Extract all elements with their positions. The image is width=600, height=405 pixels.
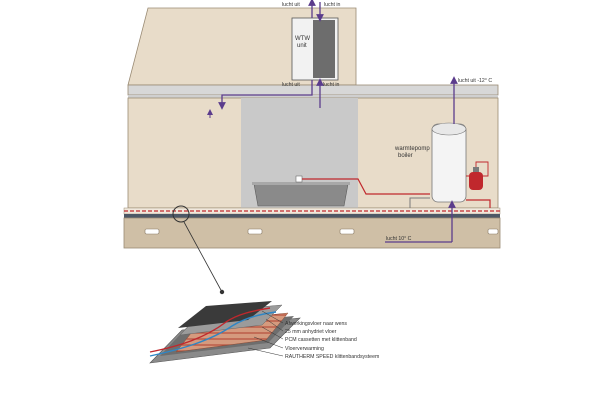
layer-label-5: RAUTHERM SPEED klittenbandsysteem — [285, 354, 379, 360]
layer-label-2: 25 mm anhydriet vloer — [285, 329, 337, 335]
heat-pump-boiler: warmtepomp boiler lucht uit -12° C lucht… — [385, 76, 492, 243]
floor-detail-callout: Afwerkingsvloer naar wens 25 mm anhydrie… — [149, 301, 379, 364]
floor-heating-pipe-red — [149, 307, 271, 353]
expansion-vessel — [469, 172, 483, 190]
bathtub-rim — [252, 182, 350, 185]
floor-slab-dark — [124, 214, 500, 218]
wtw-bottom-out-label: lucht uit — [282, 82, 300, 88]
boiler-tank — [431, 123, 467, 203]
layer-leader-3 — [261, 326, 284, 340]
layer-label-1: Afwerkingsvloer naar wens — [285, 321, 347, 327]
building-shell — [123, 7, 501, 249]
boiler-floor-feed — [409, 197, 430, 208]
wtw-unit-title-2: unit — [297, 43, 307, 49]
layer-label-4: Vloerverwarming — [285, 346, 324, 352]
tap-supply-pipe — [302, 178, 430, 195]
hot-water-pipes — [302, 178, 491, 208]
layer-finish — [178, 301, 272, 328]
detail-zoom — [172, 205, 225, 295]
bathtub — [252, 175, 350, 207]
wtw-unit: WTW unit lucht uit lucht in lucht uit lu… — [207, 0, 341, 118]
wtw-unit-core — [313, 20, 335, 78]
wtw-bottom-in-label: lucht in — [323, 82, 340, 88]
foundation-vent-4 — [487, 228, 499, 235]
boiler-label-1: warmtepomp — [394, 146, 430, 152]
zoom-leader-dot — [219, 289, 225, 295]
foundation-vent-2 — [247, 228, 263, 235]
wtw-top-out-label: lucht uit — [282, 2, 300, 8]
boiler-return-pipe — [466, 199, 491, 208]
foundation-vent-1 — [144, 228, 160, 235]
wtw-top-in-label: lucht in — [324, 2, 341, 8]
layer-label-3: PCM cassetten met klittenband — [285, 337, 357, 343]
expansion-vessel-cap — [473, 167, 479, 172]
zoom-circle — [172, 205, 190, 223]
wtw-unit-title-1: WTW — [295, 36, 310, 42]
wtw-bottom-out-duct — [218, 80, 313, 110]
zoom-leader-line — [183, 221, 223, 293]
foundation-vent-3 — [339, 228, 355, 235]
layer-leader-4 — [253, 336, 284, 349]
boiler-top — [431, 122, 467, 136]
boiler-air-out-label: lucht uit -12° C — [458, 78, 492, 84]
layer-leader-2 — [265, 318, 284, 332]
foundation-band — [123, 217, 501, 249]
floor-heating-pipe-blue — [149, 311, 277, 357]
layer-leader-5 — [247, 347, 284, 357]
bathtub-tap — [295, 175, 303, 183]
bathtub-body — [253, 183, 349, 207]
ceiling-band — [127, 84, 499, 96]
layer-leader-1 — [261, 310, 284, 324]
boiler-air-in-label: lucht 10° C — [386, 236, 412, 242]
boiler-label-2: boiler — [398, 153, 413, 159]
ceiling-line — [128, 95, 498, 98]
expansion-pipe — [466, 161, 489, 177]
